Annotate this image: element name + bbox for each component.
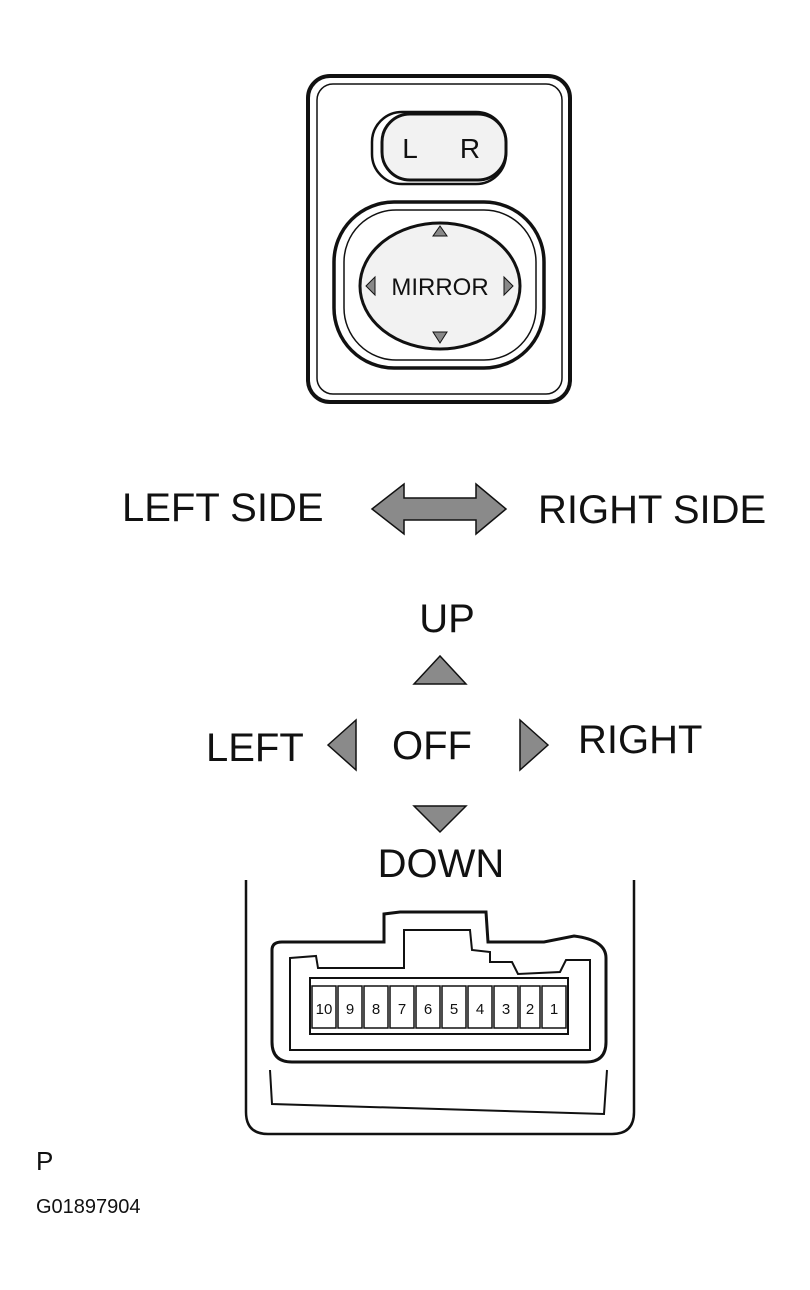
button-down-arrow-icon — [432, 331, 448, 344]
pin-cell — [519, 985, 541, 1029]
side-selection: LEFT SIDE RIGHT SIDE — [122, 482, 766, 536]
pin-number: 9 — [346, 1001, 354, 1018]
right-arrow-icon — [519, 718, 550, 772]
mirror-button-surround-inner — [343, 209, 537, 361]
left-arrow-icon — [326, 718, 357, 772]
connector-shell-outer — [270, 910, 608, 1064]
switch-bezel-outer — [306, 74, 572, 404]
right-label: RIGHT — [578, 718, 702, 762]
pin-cell — [389, 985, 415, 1029]
down-arrow-icon — [412, 805, 468, 834]
button-left-arrow-icon — [365, 275, 376, 297]
pin-number: 5 — [450, 1001, 458, 1018]
pin-number: 6 — [424, 1001, 432, 1018]
mirror-button-surround — [332, 200, 546, 370]
pin-number: 2 — [526, 1001, 534, 1018]
pin-cell — [441, 985, 467, 1029]
pin-number: 1 — [550, 1001, 558, 1018]
pin-cell — [337, 985, 363, 1029]
right-side-label: RIGHT SIDE — [538, 488, 766, 532]
connector: 10 9 8 7 6 5 4 3 2 1 — [244, 880, 636, 1136]
mirror-switch: L R MIRROR — [306, 74, 572, 404]
mirror-adjust-button[interactable] — [358, 221, 522, 351]
pin-cell — [541, 985, 567, 1029]
up-arrow-icon — [412, 654, 468, 685]
pin-row: 10 9 8 7 6 5 4 3 2 1 — [311, 985, 567, 1029]
terminal-block — [309, 977, 569, 1035]
connector-housing — [244, 880, 636, 1136]
pin-cell — [415, 985, 441, 1029]
switch-bezel-inner — [316, 83, 563, 395]
selector-knob[interactable] — [380, 112, 508, 182]
left-label: LEFT — [206, 726, 304, 770]
pin-cell — [363, 985, 389, 1029]
pin-number: 10 — [316, 1001, 333, 1018]
up-label: UP — [419, 597, 475, 641]
pin-number: 8 — [372, 1001, 380, 1018]
pin-cell — [467, 985, 493, 1029]
connector-housing-lip — [269, 1069, 608, 1116]
button-up-arrow-icon — [432, 225, 448, 237]
double-arrow-icon — [370, 482, 508, 536]
pin-number: 4 — [476, 1001, 484, 1018]
pin-number: 3 — [502, 1001, 510, 1018]
selector-right-label: R — [460, 133, 480, 164]
pin-cell — [311, 985, 337, 1029]
pin-number: 7 — [398, 1001, 406, 1018]
left-side-label: LEFT SIDE — [122, 486, 324, 530]
direction-operation: UP LEFT OFF RIGHT DOWN — [206, 597, 702, 886]
mark-letter: P — [36, 1146, 53, 1176]
pin-cell — [493, 985, 519, 1029]
mirror-button-label: MIRROR — [391, 274, 488, 301]
selector-left-label: L — [402, 133, 418, 164]
figure-code: G01897904 — [36, 1196, 141, 1218]
connector-shell-inner — [289, 929, 591, 1051]
button-right-arrow-icon — [503, 275, 514, 297]
off-label: OFF — [392, 724, 472, 768]
down-label: DOWN — [378, 842, 505, 886]
